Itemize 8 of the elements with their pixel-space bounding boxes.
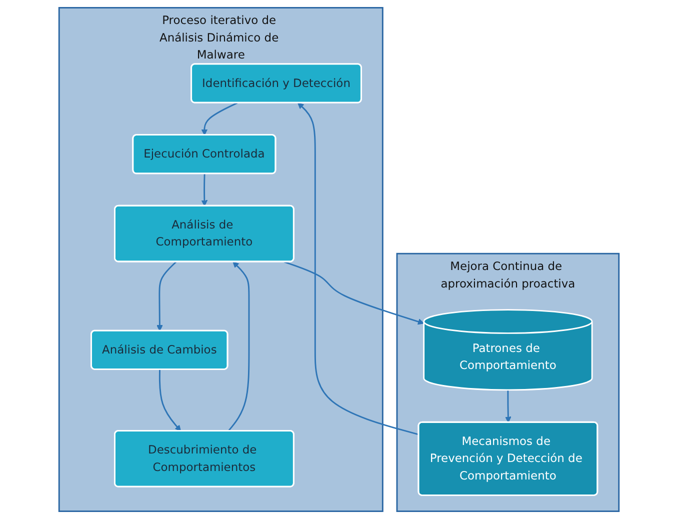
arrow [158,370,182,432]
arrow [228,262,250,432]
arrow [201,102,238,136]
arrow [201,174,208,206]
arrow [505,390,512,423]
arrow [298,102,419,436]
arrow [156,261,177,332]
arrow [284,261,424,325]
